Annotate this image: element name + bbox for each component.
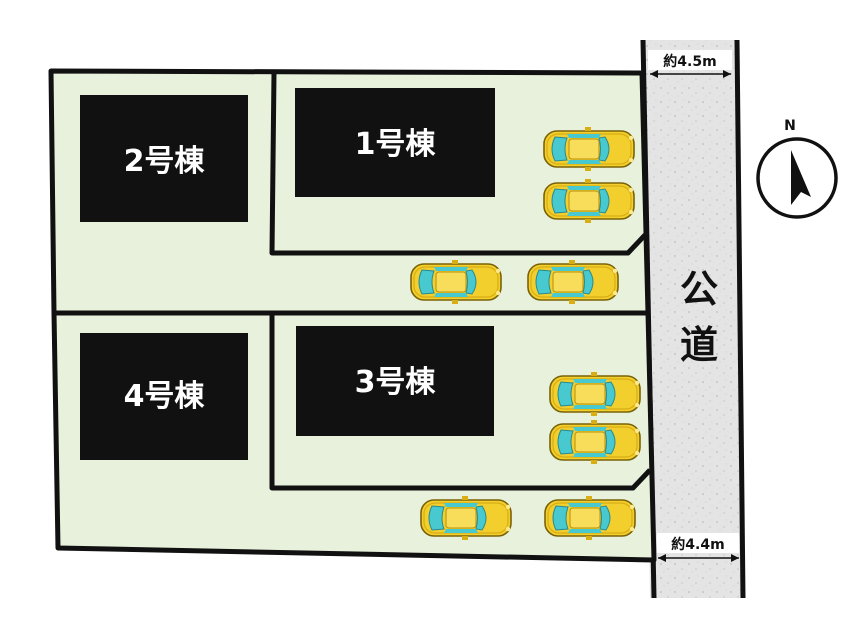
road-width-bottom-label: 約4.4m — [671, 536, 724, 553]
parking-car — [527, 259, 619, 305]
lot-1-boundary — [269, 72, 647, 256]
north-arrow-icon — [791, 150, 811, 205]
road-width-bottom: 約4.4m — [657, 533, 739, 562]
parking-car — [420, 495, 512, 541]
road-label-1: 公 — [680, 267, 718, 311]
parking-car — [543, 178, 635, 224]
north-label: N — [784, 118, 796, 134]
road-edge-right — [734, 39, 746, 599]
lot-3-boundary — [269, 313, 652, 491]
building-2-label: 2号棟 — [124, 144, 206, 179]
parking-car — [410, 259, 502, 305]
building-4: 4号棟 — [80, 333, 248, 460]
road-width-top: 約4.5m — [648, 50, 732, 78]
road-label-2: 道 — [680, 323, 718, 367]
parking-car — [549, 419, 641, 465]
building-1-label: 1号棟 — [355, 127, 437, 162]
parking-car — [543, 126, 635, 172]
public-road — [643, 40, 743, 598]
north-compass: N — [756, 118, 838, 219]
building-2: 2号棟 — [80, 95, 248, 222]
building-3: 3号棟 — [296, 326, 494, 436]
building-1: 1号棟 — [295, 88, 495, 197]
road-width-top-label: 約4.5m — [663, 53, 716, 70]
parking-car — [544, 495, 636, 541]
parking-car — [549, 371, 641, 417]
building-4-label: 4号棟 — [124, 379, 206, 414]
building-3-label: 3号棟 — [355, 365, 437, 400]
